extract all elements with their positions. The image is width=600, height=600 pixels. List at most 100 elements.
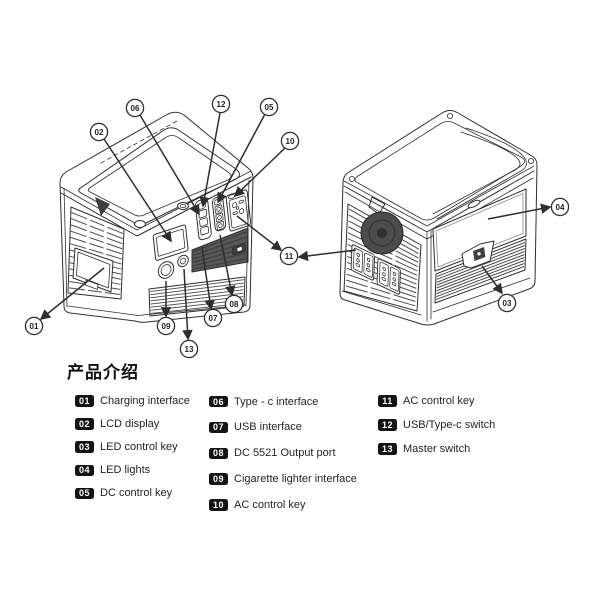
cooling-fan-ring	[368, 219, 396, 247]
legend-item: 05 DC control key	[75, 482, 190, 505]
socket-hole	[366, 257, 371, 262]
callout-number: 13	[185, 345, 194, 354]
lid-latch	[95, 197, 110, 216]
socket-hole	[392, 277, 397, 282]
legend-item-label: LED control key	[100, 441, 178, 454]
socket-hole	[382, 272, 386, 277]
grille-slat	[435, 263, 525, 298]
callout-number: 07	[209, 314, 218, 323]
callout-circle	[156, 316, 176, 336]
callout-number: 10	[286, 137, 295, 146]
ac-outlet-block	[350, 244, 401, 295]
side-vent-grille	[67, 206, 125, 300]
leader-line-02	[103, 138, 172, 243]
leader-line-07	[201, 246, 215, 311]
grille-slat	[435, 266, 525, 301]
socket-slot	[355, 262, 361, 268]
callout-01: 01	[24, 316, 44, 336]
callout-number: 01	[30, 322, 39, 331]
usb-port	[199, 217, 209, 227]
usb-port	[200, 225, 209, 236]
lid-corner-screw	[348, 175, 355, 182]
cooling-fan-hub	[377, 228, 387, 238]
ac-socket	[228, 195, 249, 229]
power-station-rear-view	[339, 110, 538, 326]
grille-slat	[70, 217, 123, 240]
callout-circle	[89, 122, 109, 142]
edge-line-right	[245, 179, 250, 307]
legend-item-number: 07	[209, 421, 228, 434]
legend-item-number: 11	[378, 395, 397, 407]
callout-12: 12	[211, 94, 231, 114]
callout-circle	[280, 131, 300, 151]
dc5521-port	[216, 221, 225, 231]
ac-socket	[379, 261, 389, 287]
callout-11: 11	[279, 246, 299, 266]
grille-slat	[436, 248, 525, 283]
callout-number: 06	[131, 104, 140, 113]
socket-slot	[381, 276, 386, 282]
lid-corner-screw	[446, 113, 453, 120]
lid-recess-inner	[179, 203, 187, 208]
callout-circle	[24, 316, 44, 336]
grille-slat	[70, 230, 123, 250]
handle-groove	[436, 127, 527, 220]
master-switch-button-inner	[179, 257, 187, 265]
legend-item-number: 08	[209, 447, 228, 460]
legend-item-number: 13	[378, 443, 397, 455]
legend-title: 产品介绍	[67, 363, 139, 382]
callout-13: 13	[179, 339, 199, 359]
leader-line-12	[199, 112, 221, 208]
legend-item-number: 05	[75, 487, 94, 500]
callout-05: 05	[259, 97, 279, 117]
leader-line-03	[481, 265, 503, 295]
grille-slat	[436, 260, 525, 295]
legend-item-label: DC control key	[100, 487, 173, 500]
led-vent-band	[434, 238, 527, 304]
charging-port-window-inner	[76, 251, 111, 289]
callout-circle	[125, 98, 145, 118]
callout-number: 12	[217, 100, 226, 109]
callout-03: 03	[497, 293, 517, 313]
grille-slat	[347, 238, 418, 272]
legend-item-label: Type - c interface	[234, 395, 319, 408]
leader-arrows	[39, 112, 552, 341]
grille-slat	[436, 257, 525, 292]
dc5521-hole	[217, 215, 222, 220]
grille-slat	[70, 224, 123, 245]
callout-08: 08	[224, 294, 244, 314]
ac-socket	[363, 252, 374, 278]
ac-socket-hole	[238, 208, 245, 214]
socket-hole	[366, 263, 371, 268]
led-light-panel-inner	[435, 192, 524, 268]
callout-07: 07	[203, 308, 223, 328]
led-control-dot	[477, 252, 481, 256]
socket-hole	[392, 271, 397, 276]
legend-item-label: AC control key	[234, 498, 306, 511]
socket-slot	[391, 281, 397, 287]
lid-seam	[60, 176, 252, 237]
lid-recess	[177, 202, 189, 210]
leader-line-11	[297, 249, 357, 262]
callout-number: 02	[95, 128, 104, 137]
callout-number: 04	[556, 203, 565, 212]
cigarette-lighter-socket-inner	[160, 264, 172, 276]
callout-circle	[279, 246, 299, 266]
leader-line-05	[217, 113, 266, 204]
dc5521-hole	[216, 206, 221, 212]
ac-socket-slot	[238, 199, 244, 204]
legend-item-number: 02	[75, 418, 94, 430]
front-vent-band	[148, 276, 246, 317]
grille-slat	[345, 285, 416, 307]
leader-line-10	[233, 146, 287, 198]
